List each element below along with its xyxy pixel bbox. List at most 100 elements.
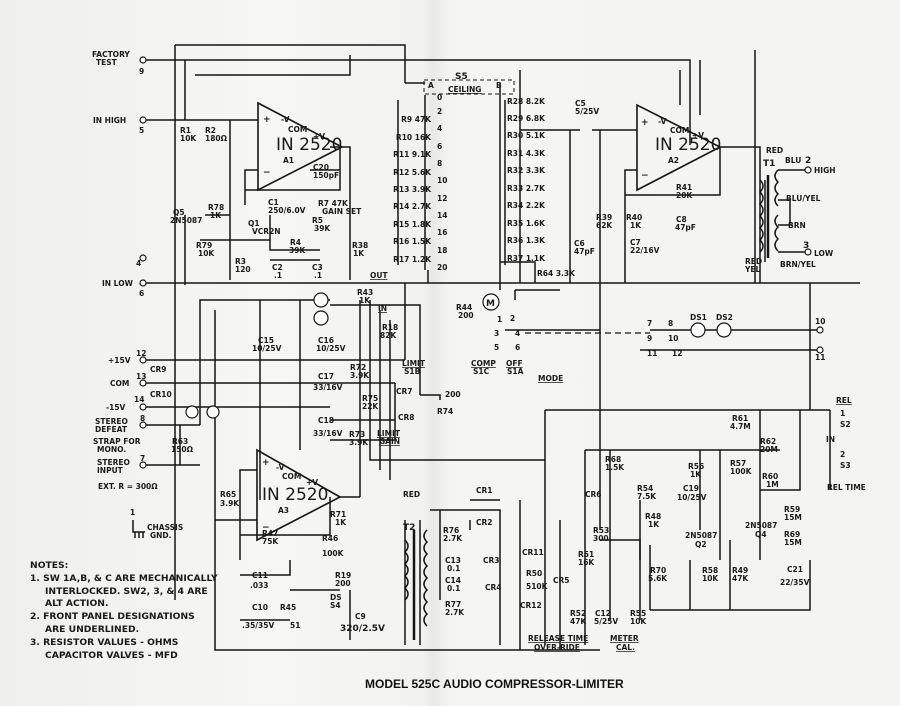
opamp-a1: IN 2520 A1 + − -V COM +V — [257, 101, 344, 192]
lamp-ds1-icon — [690, 322, 706, 338]
label: GAIN SET — [322, 207, 362, 216]
label: R54 — [637, 484, 653, 493]
label: S5 — [455, 72, 468, 82]
label: VCR2N — [252, 227, 281, 236]
label: 75K — [262, 537, 279, 546]
label: +V — [313, 132, 325, 141]
label: CAL. — [616, 643, 635, 652]
label: .033 — [250, 581, 269, 590]
label: COM — [670, 126, 689, 135]
label: FACTORY — [92, 50, 130, 59]
label: 6 — [437, 142, 442, 151]
label: − — [262, 523, 270, 533]
label: R19 — [335, 571, 351, 580]
label: R28 8.2K — [507, 97, 546, 106]
label: 3. RESISTOR VALUES - OHMS — [30, 637, 178, 648]
label: 5.6K — [648, 574, 668, 583]
label: 1K — [630, 221, 642, 230]
label: R29 6.8K — [507, 114, 546, 123]
label: 4 — [136, 259, 141, 268]
label: 200 — [445, 390, 461, 399]
label: B — [496, 81, 502, 90]
label: BLU/YEL — [786, 194, 821, 203]
label: 3 — [803, 241, 809, 251]
label: 12 — [136, 349, 146, 358]
label: 22/35V — [780, 578, 810, 587]
label: 2 — [437, 107, 442, 116]
label: R51 — [578, 550, 594, 559]
label: 1K — [335, 518, 347, 527]
label: OVER-RIDE — [534, 643, 580, 652]
label: R75 — [362, 394, 378, 403]
label: CR2 — [476, 518, 493, 527]
label: 12 — [437, 194, 447, 203]
label: A3 — [278, 506, 289, 515]
label: C18 — [318, 416, 334, 425]
label: OFF — [506, 359, 523, 368]
label: 2 — [510, 314, 515, 323]
label: -V — [658, 117, 667, 126]
label: 62K — [596, 221, 613, 230]
label: T1 — [763, 159, 775, 169]
opamp-a2: IN 2520 A2 + − -V COM +V — [636, 103, 722, 192]
label: R69 — [784, 530, 800, 539]
label: R65 — [220, 490, 236, 499]
label: R38 — [352, 241, 368, 250]
label: 12 — [672, 349, 682, 358]
label: C15 — [258, 336, 274, 345]
label: S2 — [840, 420, 851, 429]
label: CR3 — [483, 556, 500, 565]
label: R15 1.8K — [393, 220, 432, 229]
label: 7.5K — [637, 492, 657, 501]
label: R47 — [262, 529, 278, 538]
label: 2 — [840, 450, 845, 459]
label: R35 1.6K — [507, 219, 546, 228]
label: C7 — [630, 238, 641, 247]
label: REL — [836, 396, 852, 405]
label: 4 — [437, 124, 442, 133]
label: 10/25V — [252, 344, 282, 353]
label: R59 — [784, 505, 800, 514]
label: 7 — [647, 319, 652, 328]
label: 2N5087 — [745, 521, 777, 530]
label: 1K — [648, 520, 660, 529]
label: C9 — [355, 612, 366, 621]
label: 4.7M — [730, 422, 751, 431]
label: 10/25V — [677, 493, 707, 502]
label: C17 — [318, 372, 334, 381]
label: +V — [306, 478, 318, 487]
label: 2.7K — [443, 534, 463, 543]
label: R78 — [208, 203, 224, 212]
label: R11 9.1K — [393, 150, 432, 159]
label: NOTES: — [30, 560, 68, 571]
label: R49 — [732, 566, 748, 575]
label: IN HIGH — [93, 116, 126, 125]
label: CEILING — [448, 85, 481, 94]
label: 47pF — [574, 247, 595, 256]
label: R62 — [760, 437, 776, 446]
label: 20 — [437, 263, 447, 272]
label: 11 — [815, 353, 825, 362]
label: MODE — [538, 374, 563, 383]
label: 3 — [494, 329, 499, 338]
label: C2 — [272, 263, 283, 272]
label: R68 — [605, 455, 621, 464]
label: R14 2.7K — [393, 202, 432, 211]
label: Q1 — [248, 219, 260, 228]
label: R43 — [357, 288, 373, 297]
label: 39K — [314, 224, 331, 233]
label: R41 — [676, 183, 692, 192]
label: STRAP FOR — [93, 437, 141, 446]
label: R33 2.7K — [507, 184, 546, 193]
label: HIGH — [814, 166, 836, 175]
label: 1M — [766, 480, 779, 489]
label: 8 — [437, 159, 442, 168]
label: 150pF — [313, 171, 339, 180]
label: Q5 — [173, 208, 185, 217]
label: R56 — [688, 462, 704, 471]
label: INPUT — [97, 466, 124, 475]
label: + — [263, 115, 271, 125]
label: + — [262, 458, 270, 468]
label: CR8 — [398, 413, 415, 422]
